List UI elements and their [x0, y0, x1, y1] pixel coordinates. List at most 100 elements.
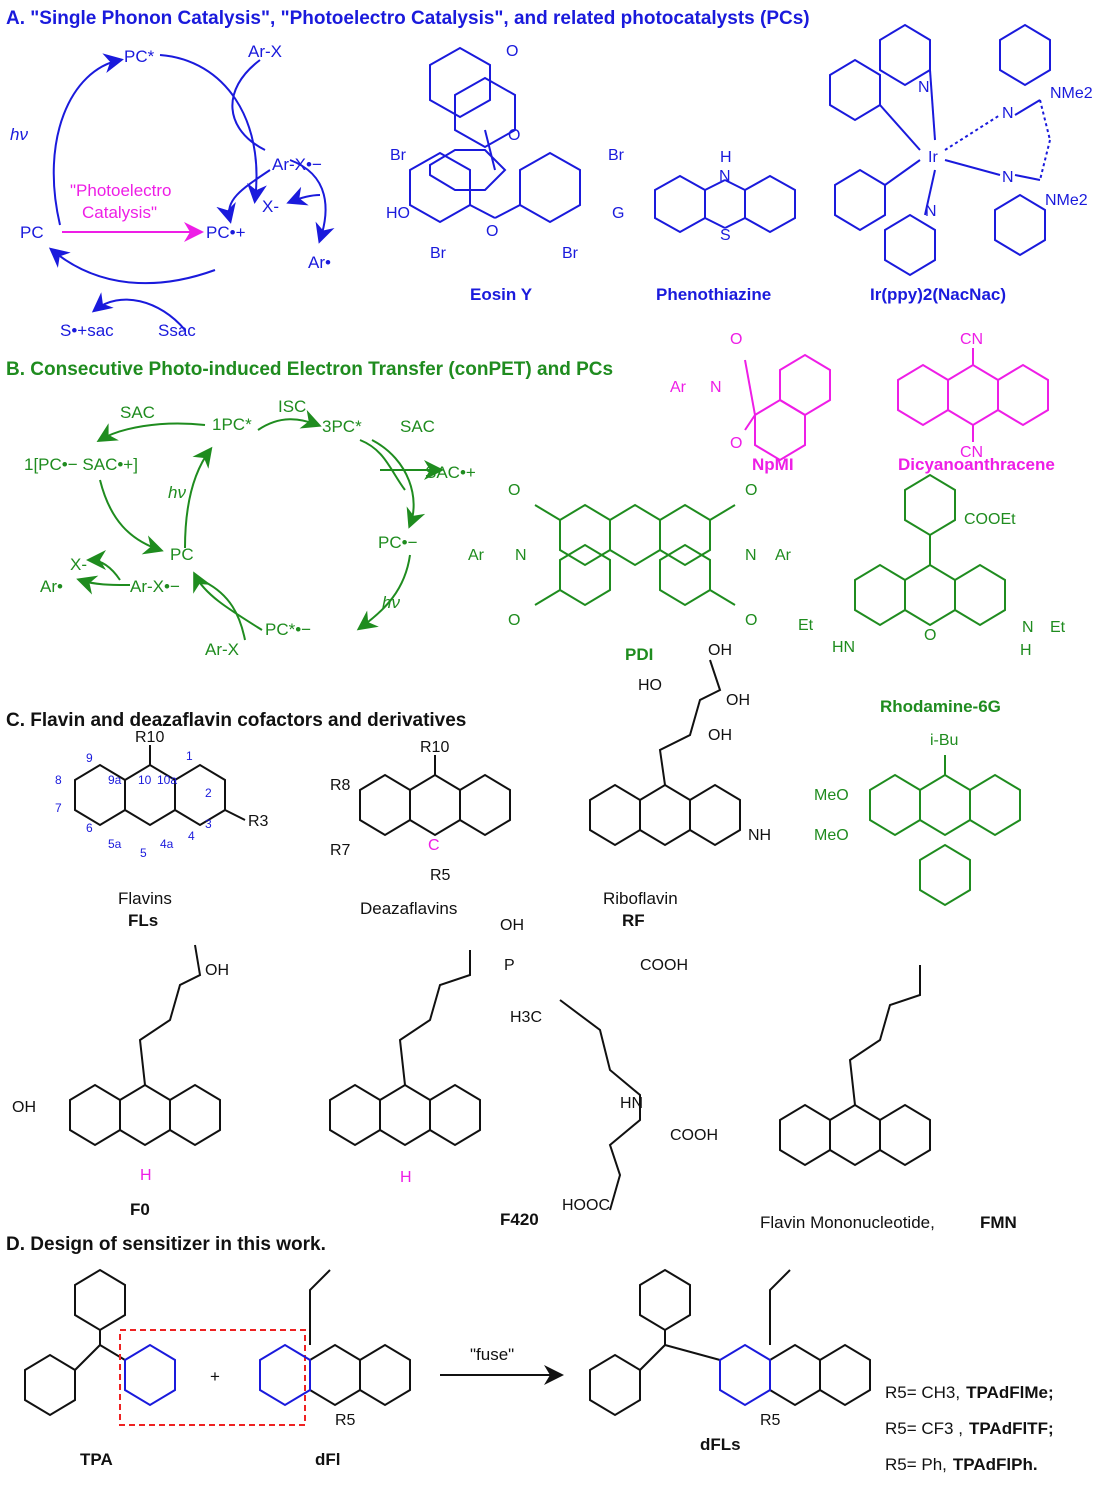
phenothiazine-s: S [720, 227, 731, 244]
legend-row-3: R5= Ph,TPAdFlPh. [885, 1455, 1038, 1474]
flavins-num-8: 8 [55, 773, 62, 787]
section-d-heading: D. Design of sensitizer in this work. [6, 1234, 326, 1255]
flavins-num-10: 10 [138, 773, 152, 787]
ibu-deazaflavin-atoms: i-Bu MeO MeO [814, 732, 958, 844]
phenothiazine-n: N [719, 168, 731, 185]
pcstar-radical-label: PC*•− [265, 620, 311, 639]
pdi-ar-1: Ar [468, 547, 485, 564]
flavins-num-10a: 10a [157, 773, 177, 787]
eosin-g: G [612, 205, 624, 222]
f420-h: H [400, 1169, 412, 1186]
deazaflavins-r8: R8 [330, 777, 351, 794]
tpa-structure [24, 1268, 126, 1417]
pc-star-label: PC* [124, 47, 155, 66]
f0-atoms: OH OH H F0 [12, 962, 229, 1219]
dfl-label: dFl [315, 1450, 341, 1469]
photoelectro-label-2: Catalysis" [82, 203, 157, 222]
flavins-r3: R3 [248, 813, 269, 830]
pdi-caption: PDI [625, 645, 653, 664]
tpa-label: TPA [80, 1450, 113, 1469]
dfls-structure [589, 1268, 871, 1417]
f420-cooh-1: COOH [640, 957, 688, 974]
pc-radical-label-b: PC•− [378, 533, 418, 552]
legend-row-2: R5= CF3 ,TPAdFlTF; [885, 1419, 1054, 1438]
npmi-o-2: O [730, 435, 742, 452]
flavins-num-9: 9 [86, 751, 93, 765]
npmi-n: N [710, 379, 722, 396]
npmi-structure [744, 353, 831, 462]
eosin-br-1: Br [390, 147, 407, 164]
npmi-ar: Ar [670, 379, 687, 396]
f420-cooh-2: COOH [670, 1127, 718, 1144]
meo-2: MeO [814, 827, 849, 844]
deazaflavins-r7: R7 [330, 842, 351, 859]
pdi-atoms: O Ar N O O N Ar O PDI [468, 482, 792, 664]
fmn-caption-1: Flavin Mononucleotide, [760, 1213, 935, 1232]
s-sac-label: Ssac [158, 321, 196, 340]
r5-legend: R5= CH3,TPAdFlMe; R5= CF3 ,TPAdFlTF; R5=… [885, 1383, 1054, 1474]
eosin-y-caption: Eosin Y [470, 285, 533, 304]
f420-h3c: H3C [510, 1009, 542, 1026]
pdi-ar-2: Ar [775, 547, 792, 564]
rhodamine-h: H [1020, 642, 1032, 659]
phenothiazine-caption: Phenothiazine [656, 285, 771, 304]
pc-radical-label: PC•+ [206, 223, 246, 242]
rhodamine-o: O [924, 627, 936, 644]
isc-label: ISC [278, 397, 306, 416]
fmn-caption-2: FMN [980, 1213, 1017, 1232]
riboflavin-nh: NH [748, 827, 771, 844]
f0-h: H [140, 1167, 152, 1184]
iridium-caption: Ir(ppy)2(NacNac) [870, 285, 1006, 304]
f0-oh-1: OH [205, 962, 229, 979]
deazaflavins-c: C [428, 837, 440, 854]
flavins-numbering: 1 2 3 4 4a 5 5a 6 7 8 9 9a 10 10a [55, 749, 212, 860]
ir-n-bottom: N [925, 203, 937, 220]
legend-row-2-sub: R5= CF3 , [885, 1419, 963, 1438]
npmi-atoms: O Ar N O NpMI [670, 331, 794, 474]
riboflavin-atoms: OH HO OH OH NH Riboflavin RF [603, 642, 771, 930]
section-a-heading: A. "Single Phonon Catalysis", "Photoelec… [6, 8, 810, 29]
dfls-label: dFLs [700, 1435, 741, 1454]
phenothiazine-h: H [720, 149, 732, 166]
pdi-n-1: N [515, 547, 527, 564]
f420-hooc: HOOC [562, 1197, 610, 1214]
f420-oh: OH [500, 917, 524, 934]
tpa-blue-ring [124, 1343, 176, 1407]
flavins-num-2: 2 [205, 786, 212, 800]
flavins-num-4a: 4a [160, 837, 174, 851]
section-b-cycle: SAC 1PC* ISC 3PC* SAC SAC•+ 1[PC•− SAC•+… [24, 397, 476, 659]
pc1-label: 1PC* [212, 415, 252, 434]
pdi-structure [534, 503, 736, 607]
ar-radical-label-b: Ar• [40, 577, 63, 596]
ir-atom: Ir [928, 149, 938, 166]
riboflavin-caption-1: Riboflavin [603, 889, 678, 908]
dca-structure [897, 348, 1049, 442]
dfls-blue-ring [719, 1343, 771, 1407]
deazaflavins-r10: R10 [420, 739, 449, 756]
ibu-deazaflavin-structure [869, 755, 1021, 907]
ir-n-nacnac-1: N [1002, 105, 1014, 122]
fuse-label: "fuse" [470, 1345, 514, 1364]
pc3-label: 3PC* [322, 417, 362, 436]
flavins-structure [74, 745, 246, 827]
sac-label-2: SAC [400, 417, 435, 436]
hv-label-b2: hν [382, 593, 400, 612]
rhodamine-atoms: COOEt Et HN O N Et H Rhodamine-6G [798, 511, 1066, 716]
eosin-o-ring: O [508, 127, 520, 144]
dca-caption: Dicyanoanthracene [898, 455, 1055, 474]
legend-row-3-name: TPAdFlPh. [953, 1455, 1038, 1474]
eosin-br-4: Br [562, 245, 579, 262]
fmn-structure [779, 965, 931, 1167]
pc-label: PC [20, 223, 44, 242]
rhodamine-cooet: COOEt [964, 511, 1016, 528]
deazaflavins-caption: Deazaflavins [360, 899, 457, 918]
riboflavin-ho: HO [638, 677, 662, 694]
iridium-structure [829, 23, 1051, 277]
flavins-caption-1: Flavins [118, 889, 172, 908]
sac-radical-label: SAC•+ [425, 463, 476, 482]
arx-label: Ar-X [248, 42, 282, 61]
rhodamine-structure [854, 473, 1006, 627]
eosin-br-3: Br [430, 245, 447, 262]
fusion-box [119, 1329, 306, 1426]
f420-hn: HN [620, 1095, 643, 1112]
